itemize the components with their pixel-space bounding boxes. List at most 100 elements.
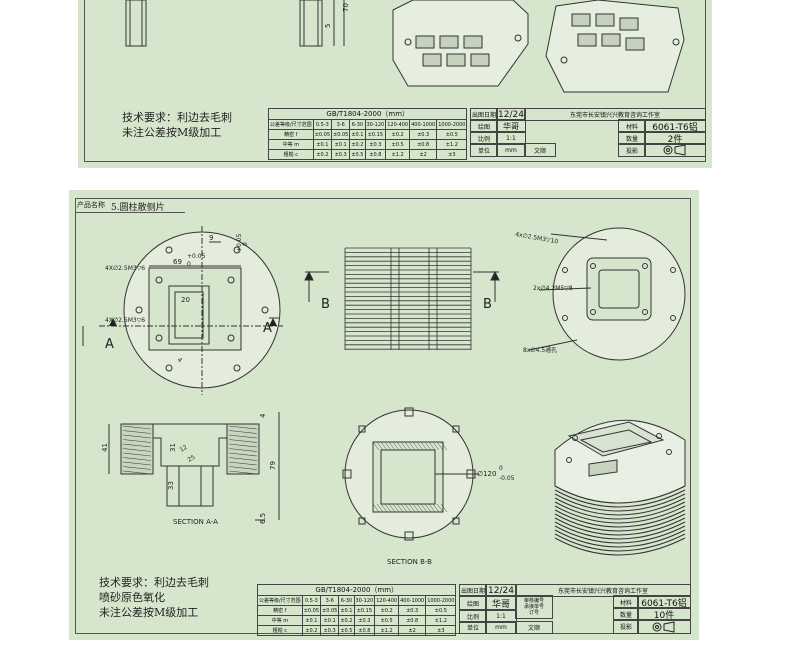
iso-fin xyxy=(554,505,686,524)
hatch-line xyxy=(416,503,424,513)
sheet2-note-1: 技术要求：利边去毛刺 xyxy=(99,576,209,589)
hatch-line xyxy=(440,503,448,513)
dim-phi120-tol1: 0 xyxy=(499,465,503,472)
sheet1-tol-title: GB/T1804-2000（mm） xyxy=(267,108,468,120)
fin-stack xyxy=(344,247,472,350)
sheet1-projection-symbol xyxy=(644,143,706,157)
sheet2-projection-symbol xyxy=(637,619,691,634)
section-label-a-right: A xyxy=(263,321,272,336)
circular-top-view xyxy=(528,227,686,361)
dim-69: 69 xyxy=(173,258,182,266)
sheet1-dim-70: 70 xyxy=(342,3,350,12)
hatch-line xyxy=(400,441,408,451)
section-label-b-left: B xyxy=(321,297,330,312)
section-b-b-view xyxy=(342,407,479,541)
plan-view xyxy=(82,226,283,395)
hatch-line xyxy=(408,503,416,513)
sheet1-iso-view-2 xyxy=(545,0,685,93)
hatch-line xyxy=(424,503,432,513)
sheet2-note-2: 喷砂原色氧化 xyxy=(99,591,165,604)
hatch-line xyxy=(122,430,152,434)
dim-31: 31 xyxy=(169,443,177,452)
sheet1-qty: 2件 xyxy=(644,131,706,145)
hatch-line xyxy=(440,441,448,451)
sheet2-tol-title: GB/T1804-2000（mm） xyxy=(256,584,457,596)
sheet1-border xyxy=(84,0,706,162)
hatch-line xyxy=(412,441,420,451)
hatch-line xyxy=(420,441,428,451)
section-label-a-left: A xyxy=(105,337,114,352)
hatch-line xyxy=(428,503,436,513)
sheet2-qty: 10件 xyxy=(637,607,691,621)
hatch-line xyxy=(388,503,396,513)
hatch-line xyxy=(420,503,428,513)
iso-fin xyxy=(554,493,686,512)
hatch-line xyxy=(228,470,258,475)
iso-fin xyxy=(554,509,686,528)
hatch-line xyxy=(228,457,258,461)
iso-fin xyxy=(554,497,686,516)
hatch-line xyxy=(432,441,440,451)
hatch-line xyxy=(432,503,440,513)
hatch-line xyxy=(404,441,412,451)
dim-phi120-tol2: -0.05 xyxy=(499,475,515,482)
hatch-line xyxy=(416,441,424,451)
projection-icon xyxy=(663,144,686,156)
hatch-line xyxy=(412,503,420,513)
projection-icon xyxy=(652,620,675,633)
section-arrow-a-left xyxy=(109,318,117,326)
sheet1-section-view xyxy=(125,0,345,47)
hatch-line xyxy=(400,503,408,513)
dim-12: 12 xyxy=(179,444,189,454)
dim-4-aa: 4 xyxy=(259,413,267,418)
hatch-line xyxy=(376,441,384,451)
hatch-line xyxy=(228,461,258,466)
section-a-a-hatch xyxy=(122,425,258,475)
hole-callout-5: 8x∅4.5通孔 xyxy=(523,346,557,354)
hatch-line xyxy=(122,443,152,448)
sheet2-note-3: 未注公差按M级加工 xyxy=(99,606,199,619)
iso-fin xyxy=(554,525,686,544)
hatch-line xyxy=(122,425,152,430)
hatch-line xyxy=(122,439,152,443)
sheet2-material: 6061-T6铝 xyxy=(637,595,691,609)
dim-69-tol: +0.05 xyxy=(187,253,206,260)
iso-3d-view xyxy=(554,419,686,556)
dim-79: 79 xyxy=(269,461,277,470)
section-arrow-a-right xyxy=(269,318,277,326)
hole-callout-2: 4X∅2.5M3▽6 xyxy=(105,317,145,324)
section-label-b-right: B xyxy=(483,297,492,312)
sheet2-tech-notes: 技术要求：利边去毛刺 喷砂原色氧化 未注公差按M级加工 xyxy=(99,575,209,620)
sheet1-dim-5: 5 xyxy=(324,24,332,28)
fin-side-view xyxy=(304,270,500,302)
dim-25: 25 xyxy=(187,454,197,464)
section-b-b-label: SECTION B-B xyxy=(387,558,432,566)
hatch-line xyxy=(380,441,388,451)
sheet1-tol-row-m: 中等 m±0.1 ±0.1±0.2 ±0.3±0.5 ±0.8±1.2 xyxy=(268,139,468,150)
product-name: 5.圆柱散侧片 xyxy=(111,203,165,213)
hatch-line xyxy=(122,466,152,470)
section-a-a-view xyxy=(108,412,280,521)
iso-fin xyxy=(554,501,686,520)
hatch-line xyxy=(384,503,392,513)
hatch-line xyxy=(228,430,258,434)
sheet1-note-2: 未注公差按M级加工 xyxy=(122,126,222,139)
dim-9-tol2: 0 xyxy=(242,242,249,246)
sheet1-tech-notes: 技术要求：利边去毛刺 未注公差按M级加工 xyxy=(122,110,232,140)
hole-callout-1: 4X∅2.5M3▽6 xyxy=(105,265,145,272)
product-name-underline xyxy=(75,212,185,213)
dim-4-plan: 4 xyxy=(176,356,184,364)
hatch-line xyxy=(428,441,436,451)
product-name-label: 产品名称 xyxy=(77,201,105,209)
sheet2-tol-row-f: 精密 f±0.05 ±0.05±0.1 ±0.15±0.2 ±0.3±0.5 xyxy=(257,605,457,616)
iso-fin xyxy=(554,489,686,508)
hatch-line xyxy=(380,503,388,513)
sheet2-company: 东莞市长安镇兴兴教育咨询工作室 xyxy=(515,584,691,597)
hatch-line xyxy=(396,503,404,513)
hole-callout-4: 2x∅4.2M5▽8 xyxy=(533,285,573,292)
hatch-line xyxy=(228,452,258,457)
hatch-line xyxy=(392,441,400,451)
